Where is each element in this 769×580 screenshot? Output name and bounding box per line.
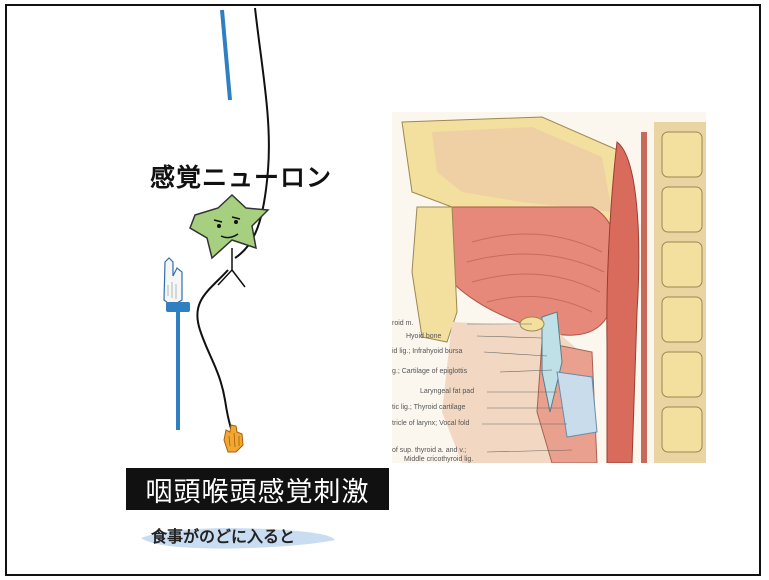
hand-icon	[224, 425, 243, 452]
anatomy-label: tic lig.; Thyroid cartilage	[392, 404, 465, 411]
anatomy-label: g.; Cartilage of epiglottis	[392, 368, 467, 375]
blue-axon-line-top	[222, 10, 230, 100]
neuron-mascot	[190, 195, 268, 287]
anatomy-label: roid m.	[392, 320, 413, 327]
anatomy-label: of sup. thyroid a. and v.;	[392, 447, 466, 454]
anatomy-label: Middle cricothyroid lig.	[404, 456, 473, 463]
anatomy-label: id lig.; Infrahyoid bursa	[392, 348, 462, 355]
sensory-neuron-title: 感覚ニューロン	[150, 158, 332, 194]
anatomy-label: Laryngeal fat pad	[420, 388, 474, 395]
anatomy-label: tricle of larynx; Vocal fold	[392, 420, 469, 427]
anatomy-label: Hyoid bone	[406, 333, 441, 340]
pharyngeal-laryngeal-stimulus-banner: 咽頭喉頭感覚刺激	[126, 468, 389, 510]
caption-box: 食事がのどに入ると	[135, 516, 340, 552]
raised-hand-icon	[164, 258, 190, 430]
caption-text: 食事がのどに入ると	[151, 523, 295, 547]
sagittal-head-illustration: roid m. Hyoid bone id lig.; Infrahyoid b…	[392, 112, 706, 463]
